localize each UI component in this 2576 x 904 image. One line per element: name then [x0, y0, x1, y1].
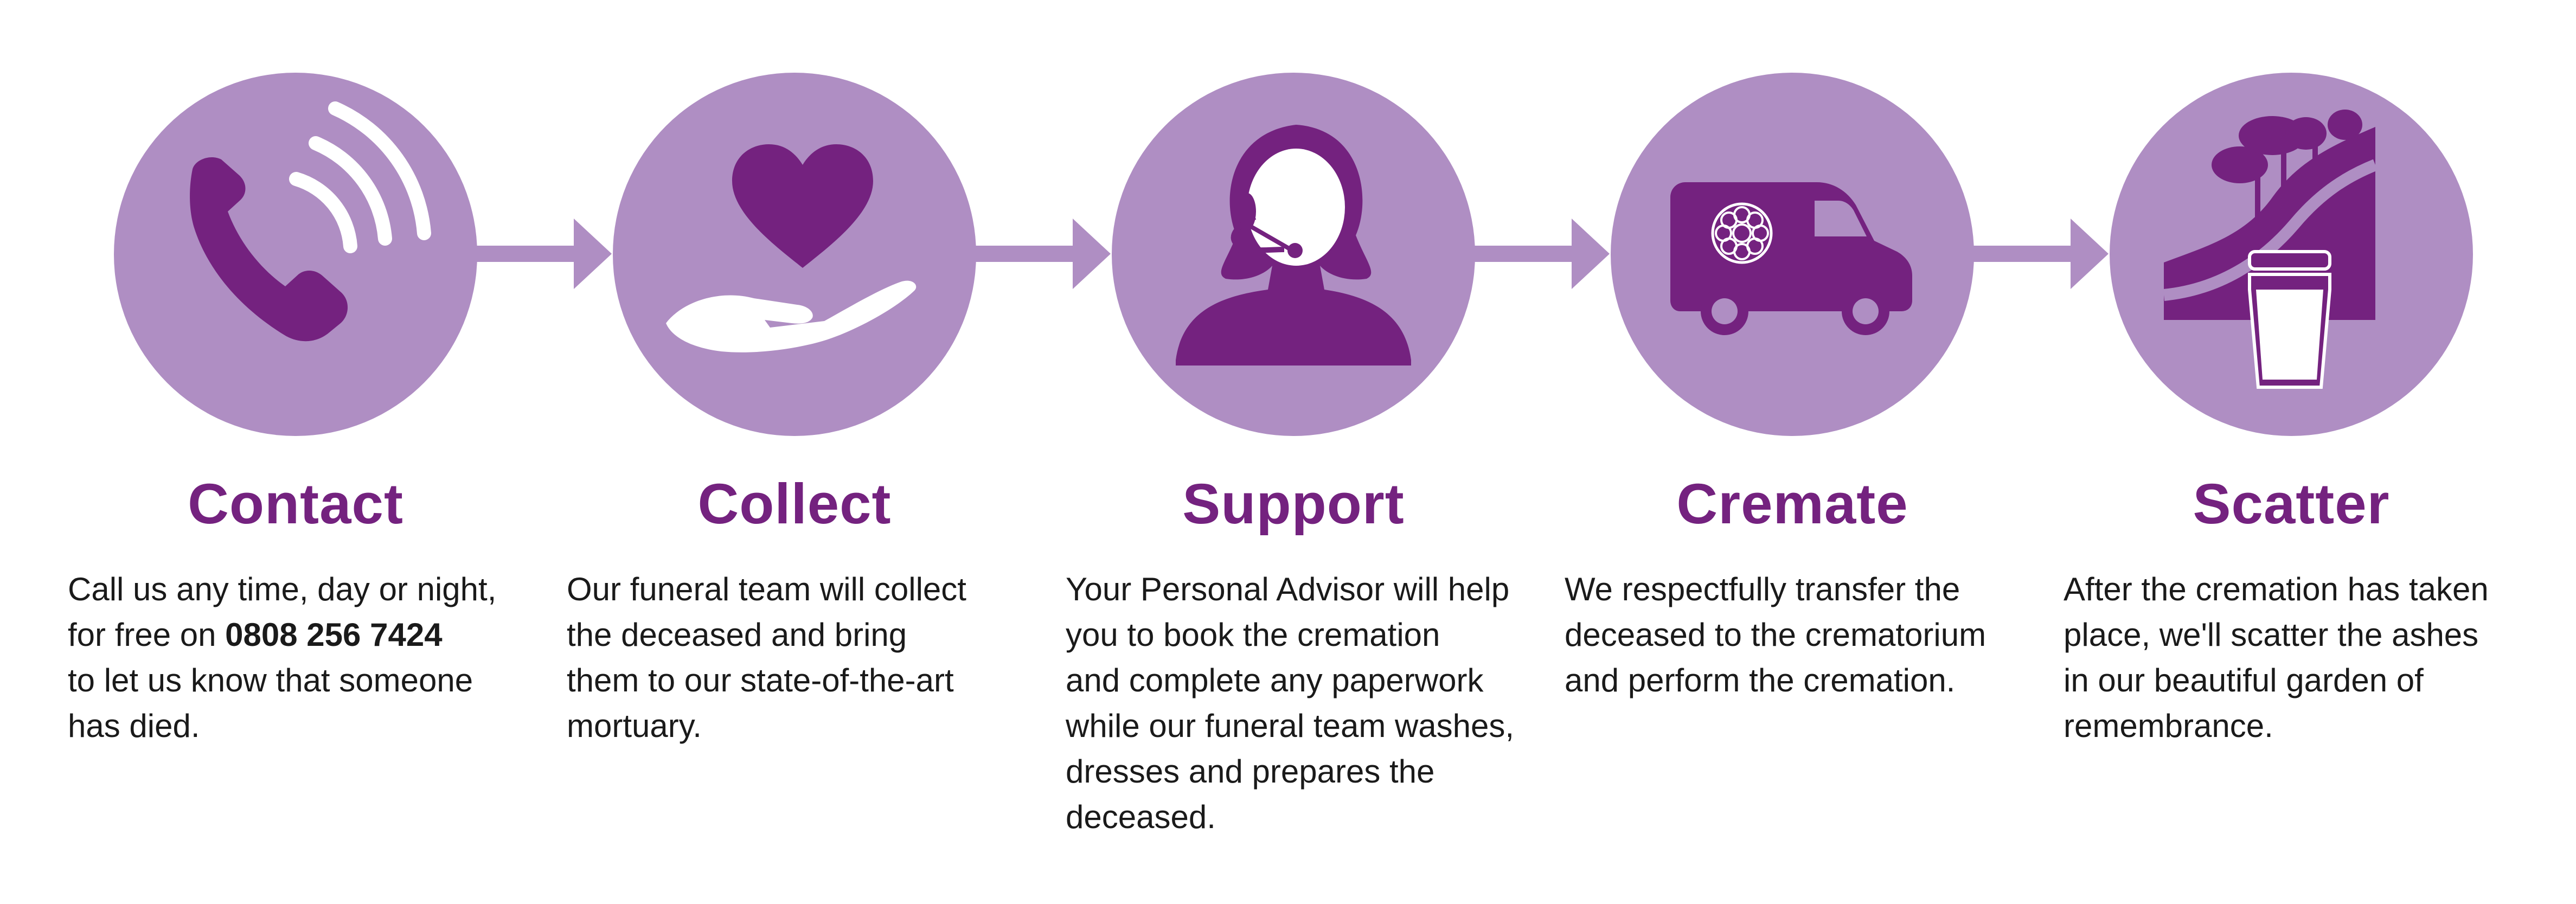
description-line: deceased.: [1066, 799, 1216, 835]
step-contact-circle: [114, 73, 477, 436]
heart-hand-icon: [666, 144, 917, 352]
description-line: remembrance.: [2064, 708, 2273, 744]
advisor-headset-icon: [1176, 125, 1411, 366]
step-description-collect: Our funeral team will collect the deceas…: [567, 567, 1033, 749]
hearse-van-icon: [1670, 182, 1912, 335]
flow-arrow-3: [1474, 219, 1610, 289]
description-line: Call us any time, day or night,: [68, 571, 497, 607]
description-line: We respectfully transfer the: [1565, 571, 1960, 607]
description-line: while our funeral team washes,: [1066, 708, 1515, 744]
step-description-cremate: We respectfully transfer the deceased to…: [1565, 567, 2031, 703]
description-line: them to our state-of-the-art: [567, 662, 954, 698]
phone-number[interactable]: 0808 256 7424: [225, 617, 443, 653]
description-line: and perform the cremation.: [1565, 662, 1956, 698]
step-description-scatter: After the cremation has taken place, we'…: [2064, 567, 2530, 749]
flow-arrow-4: [1973, 219, 2109, 289]
flow-arrow-1: [476, 219, 612, 289]
description-line: has died.: [68, 708, 200, 744]
flow-arrow-2: [975, 219, 1111, 289]
description-line: After the cremation has taken: [2064, 571, 2489, 607]
description-line: and complete any paperwork: [1066, 662, 1484, 698]
step-cremate-circle: [1611, 73, 1974, 436]
step-support-circle: [1112, 73, 1475, 436]
step-title-collect: Collect: [697, 472, 892, 536]
step-description-contact: Call us any time, day or night, for free…: [68, 567, 534, 749]
description-line: you to book the cremation: [1066, 617, 1440, 653]
step-title-scatter: Scatter: [2193, 472, 2390, 536]
description-line: dresses and prepares the: [1066, 753, 1435, 790]
step-title-contact: Contact: [188, 472, 403, 536]
description-line: Our funeral team will collect: [567, 571, 966, 607]
step-title-support: Support: [1182, 472, 1405, 536]
description-line: to let us know that someone: [68, 662, 473, 698]
step-collect-circle: [613, 73, 976, 436]
description-line: the deceased and bring: [567, 617, 907, 653]
description-line: Your Personal Advisor will help: [1066, 571, 1510, 607]
step-scatter-circle: [2110, 73, 2473, 436]
step-title-cremate: Cremate: [1676, 472, 1908, 536]
description-text: for free on: [68, 617, 226, 653]
description-line: deceased to the crematorium: [1565, 617, 1987, 653]
description-line: for free on 0808 256 7424: [68, 612, 534, 658]
description-line: mortuary.: [567, 708, 702, 744]
phone-icon: [190, 101, 431, 342]
description-line: in our beautiful garden of: [2064, 662, 2424, 698]
urn-garden-icon: [2163, 110, 2378, 389]
step-description-support: Your Personal Advisor will help you to b…: [1066, 567, 1532, 840]
description-line: place, we'll scatter the ashes: [2064, 617, 2479, 653]
